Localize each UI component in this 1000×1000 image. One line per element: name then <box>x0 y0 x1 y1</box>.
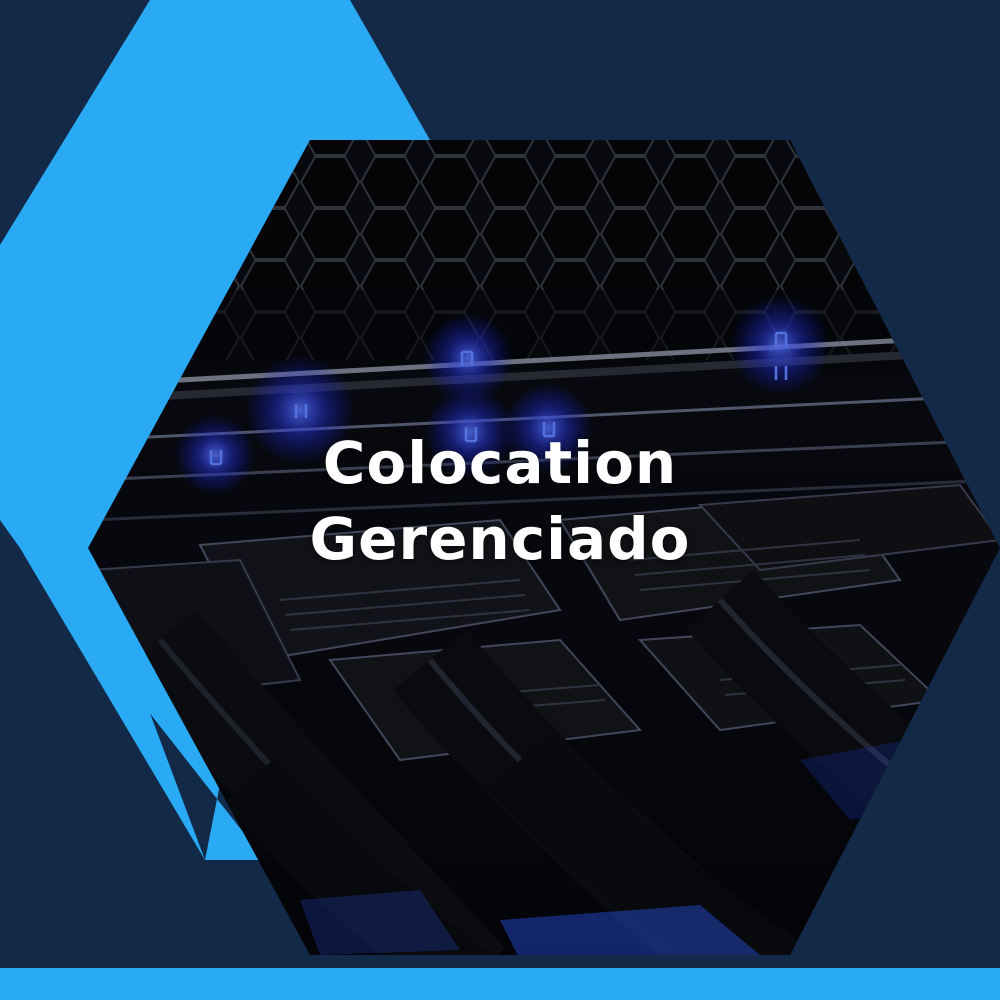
server-photo-hexagon <box>88 140 1000 955</box>
status-leds <box>175 295 830 495</box>
title-line-1: Colocation <box>322 429 678 497</box>
banner-title: Colocation Gerenciado <box>0 425 1000 577</box>
accent-hexagon-shape <box>0 0 430 860</box>
accent-bottom-bar <box>0 968 1000 1000</box>
title-line-2: Gerenciado <box>309 505 691 573</box>
